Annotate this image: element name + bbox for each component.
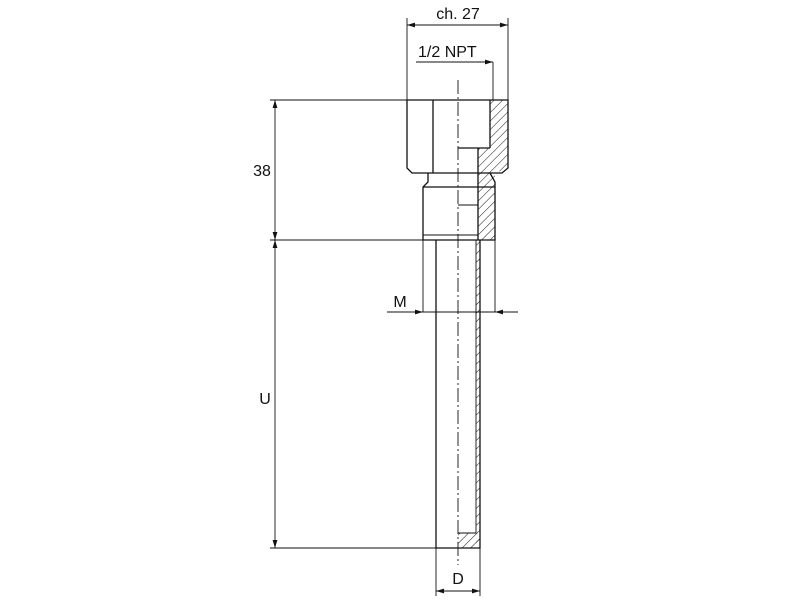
- thread-label: 1/2 NPT: [418, 44, 477, 61]
- length-dimensions: 38 U: [253, 99, 436, 549]
- d-label: D: [452, 571, 464, 588]
- d-dimension: D: [435, 548, 481, 596]
- hex-head: [406, 99, 509, 240]
- hex-size-label: ch. 27: [436, 6, 480, 23]
- insertion-length-label: U: [259, 391, 271, 408]
- threaded-neck: [422, 172, 496, 241]
- thread-dimension: 1/2 NPT: [416, 44, 494, 100]
- head-length-label: 38: [253, 163, 271, 180]
- m-dimension: M: [387, 240, 518, 315]
- hex-size-dimension: ch. 27: [406, 6, 509, 100]
- m-label: M: [393, 294, 406, 311]
